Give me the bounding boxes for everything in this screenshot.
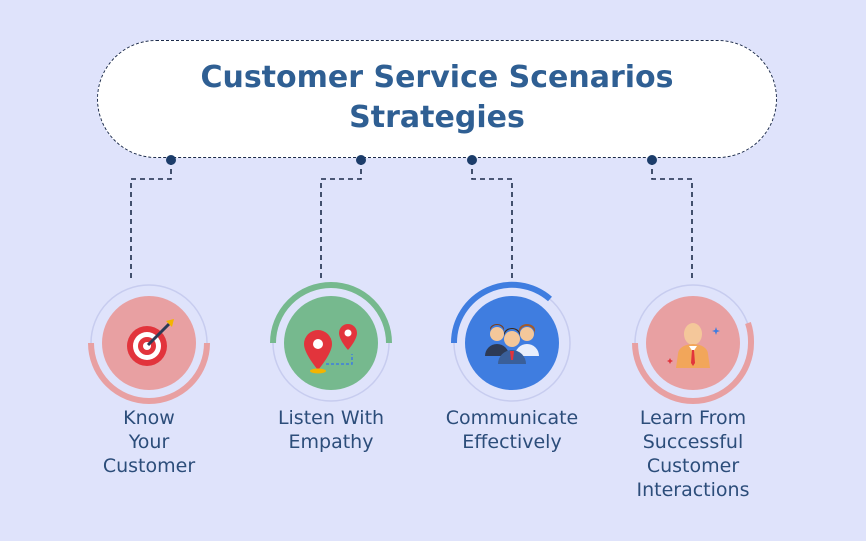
strategy-learn-from-successful-customer-interactions: Learn From Successful Customer Interacti… [608,278,778,502]
strategy-label: Listen With Empathy [277,407,385,453]
connector-3 [471,160,513,278]
strategy-listen-with-empathy: Listen With Empathy [246,278,416,454]
strategy-label: Learn From Successful Customer Interacti… [636,407,750,501]
connector-dot-3 [467,155,477,165]
strategy-know-your-customer: Know Your Customer [64,278,234,478]
title-line-1: Customer Service Scenarios [200,60,674,95]
circle-badge [266,278,396,408]
circle-badge [84,278,214,408]
target-icon [114,308,184,378]
connector-1 [130,160,172,278]
location-pins-icon [296,308,366,378]
title-line-2: Strategies [349,100,525,135]
connector-4 [651,160,693,278]
connector-2 [320,160,362,278]
strategy-label: Know Your Customer [102,407,196,477]
diagram-title: Customer Service Scenarios Strategies [97,58,777,138]
businessman-icon [658,308,728,378]
circle-badge [628,278,758,408]
connector-dot-2 [356,155,366,165]
connector-dot-4 [647,155,657,165]
strategy-communicate-effectively: Communicate Effectively [427,278,597,454]
people-group-icon [477,308,547,378]
circle-badge [447,278,577,408]
title-box [97,40,777,158]
connector-dot-1 [166,155,176,165]
strategy-label: Communicate Effectively [445,407,579,453]
